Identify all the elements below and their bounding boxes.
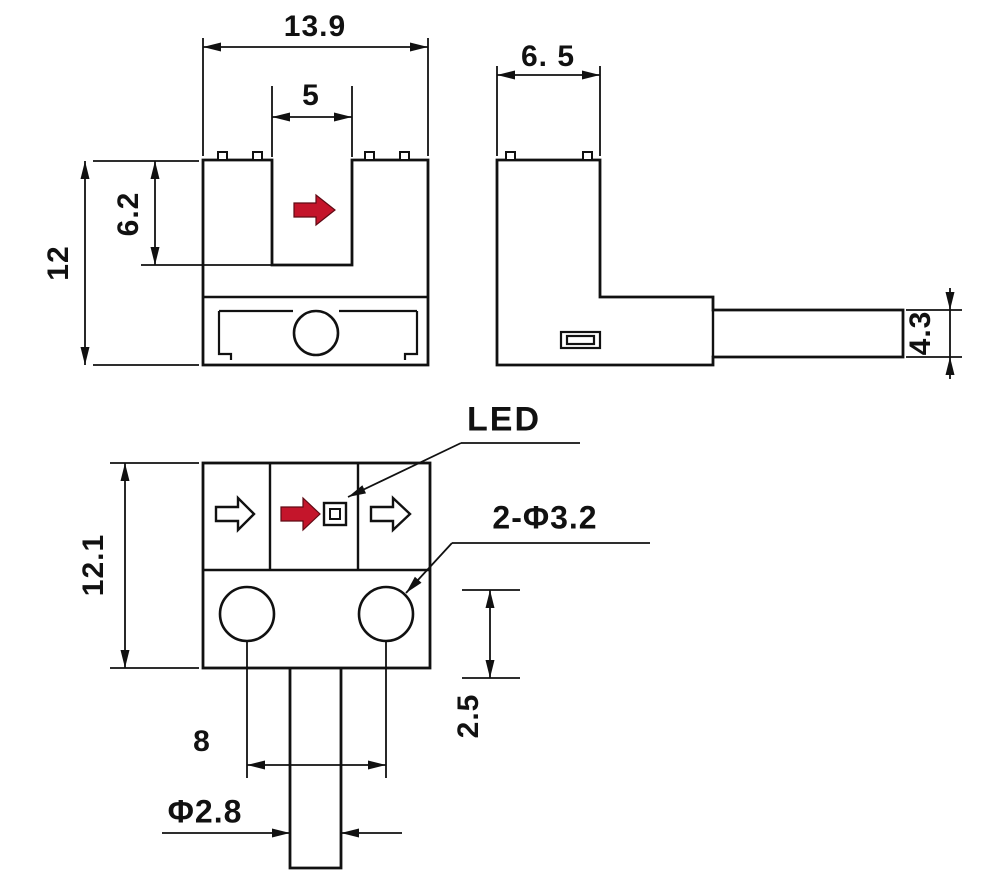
dim-label-front-width: 13.9 (283, 10, 347, 43)
dim-label-hole-spacing: 8 (193, 725, 211, 758)
side-top-nubs (505, 151, 593, 161)
side-body-outline (495, 158, 905, 367)
dim-side-tongue-height (906, 288, 962, 379)
led-label: LED (467, 400, 541, 439)
side-terminal-window (559, 330, 602, 350)
mounting-hole-left (218, 585, 276, 643)
stem-outline (288, 668, 343, 870)
dim-label-front-height: 12 (42, 245, 75, 281)
dim-label-front-slot-depth: 6.2 (112, 191, 145, 237)
front-base-bracket (217, 309, 419, 360)
led-leader (347, 442, 580, 498)
optical-axis-arrow-left-icon (214, 495, 256, 533)
dim-stem-diameter (162, 828, 402, 838)
dim-hole-to-edge (462, 589, 520, 679)
sensing-direction-arrow-icon (280, 496, 321, 532)
dim-label-top-height: 12.1 (77, 533, 110, 597)
dim-label-hole-to-edge: 2.5 (452, 693, 485, 739)
side-view (495, 66, 962, 379)
top-body-outline (201, 461, 432, 670)
mounting-holes-label: 2-Φ3.2 (492, 499, 598, 536)
front-view (80, 38, 430, 367)
dim-front-height (80, 160, 199, 366)
mounting-holes-leader (405, 542, 650, 594)
front-screw-hole (292, 309, 340, 357)
front-body-outline (201, 158, 430, 367)
dim-label-side-tongue-height: 4.3 (904, 310, 937, 356)
dim-label-side-width: 6. 5 (520, 40, 576, 73)
front-top-nubs (217, 151, 410, 161)
top-view (110, 442, 650, 870)
dim-front-slot-width (271, 86, 353, 157)
mounting-hole-right (357, 585, 415, 643)
optical-axis-arrow-right-icon (369, 495, 412, 533)
dim-hole-spacing (246, 642, 387, 778)
dim-front-width (202, 38, 429, 156)
dim-label-stem-diameter: Φ2.8 (167, 793, 243, 830)
dim-front-slot-depth (141, 161, 271, 266)
dim-side-width (496, 66, 601, 156)
led-indicator-square (322, 501, 348, 527)
dim-top-height (110, 462, 199, 669)
dim-label-front-slot-width: 5 (302, 79, 320, 112)
sensing-direction-arrow-icon (293, 193, 336, 227)
